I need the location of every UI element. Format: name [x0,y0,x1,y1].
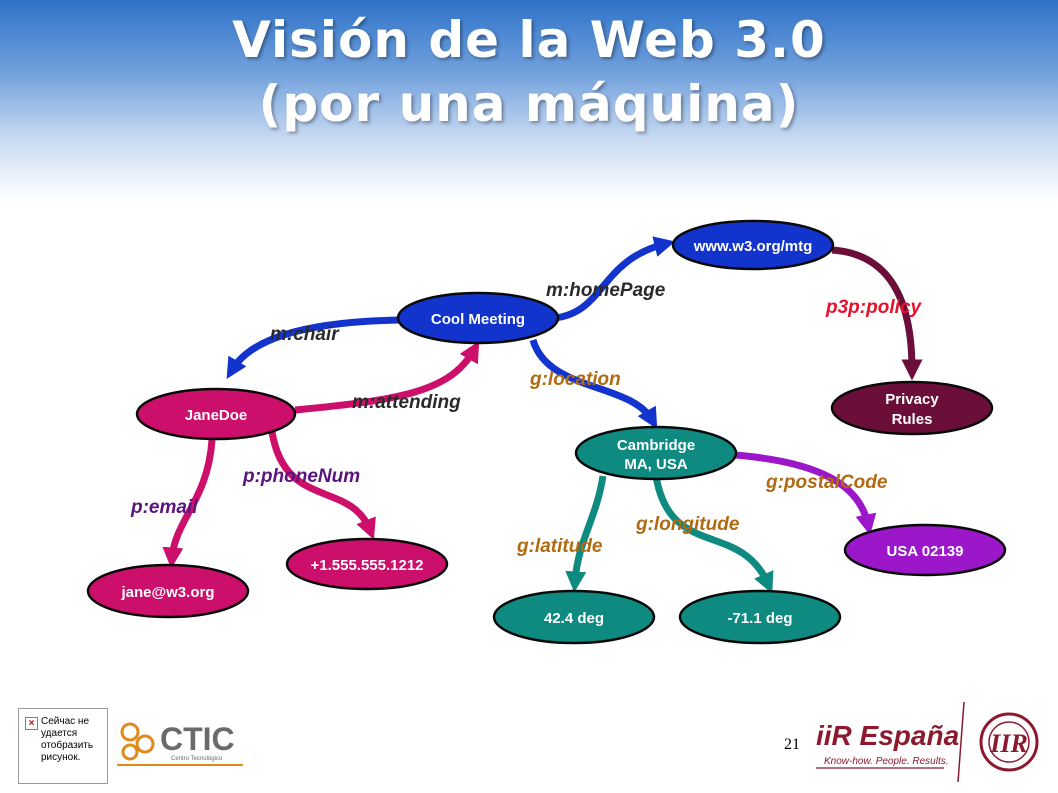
node-privacy-rules: Privacy Rules [830,380,994,436]
label-postalcode: g:postalCode [765,472,888,493]
title-line-1: Visión de la Web 3.0 [232,11,826,69]
node-email-label: jane@w3.org [121,584,215,601]
edge-attending [294,340,480,414]
node-cambridge-label-1: Cambridge [617,437,695,454]
edge-homepage [554,236,676,322]
node-latitude: 42.4 deg [492,589,656,645]
node-lon-label: -71.1 deg [727,610,792,627]
broken-image-placeholder: × Сейчас не удается отобразить рисунок. [18,708,108,784]
node-cambridge: Cambridge MA, USA [574,425,738,481]
edge-location [529,338,658,430]
label-latitude: g:latitude [516,536,603,557]
node-phone-label: +1.555.555.1212 [310,557,423,574]
page-number: 21 [784,736,800,753]
iir-seal-icon: IIR [979,712,1039,772]
node-usa-postal: USA 02139 [843,523,1007,577]
node-cambridge-label-2: MA, USA [624,456,688,473]
node-email: jane@w3.org [86,563,250,619]
slide-header: Visión de la Web 3.0 (por una máquina) [0,0,1058,200]
label-phonenum: p:phoneNum [242,466,360,487]
node-usa-label: USA 02139 [887,543,964,560]
node-w3-mtg: www.w3.org/mtg [671,219,835,271]
node-lat-label: 42.4 deg [544,610,604,627]
node-cool-meeting-label: Cool Meeting [431,311,525,328]
edge-phonenum [268,431,376,540]
label-longitude: g:longitude [635,514,740,535]
edge-latitude [565,475,607,593]
node-janedoe-label: JaneDoe [185,407,248,424]
label-attending: m:attending [352,392,461,413]
ctic-swirl-icon [120,722,155,761]
node-phone: +1.555.555.1212 [285,537,449,591]
edge-email [162,439,216,569]
label-location: g:location [529,369,621,390]
broken-image-text: Сейчас не удается отобразить рисунок. [41,716,94,763]
iir-seal: IIR [989,729,1028,758]
node-privacy-label-1: Privacy [885,391,939,408]
slide-title: Visión de la Web 3.0 (por una máquina) [0,8,1058,136]
node-longitude: -71.1 deg [678,589,842,645]
label-chair: m:chair [270,324,340,345]
ctic-logo: CTIC Centro Tecnológico [117,721,243,766]
broken-image-icon: × [25,717,38,730]
edge-postalcode [734,451,877,536]
node-privacy-label-2: Rules [892,411,933,428]
ctic-subtitle: Centro Tecnológico [171,756,223,762]
ctic-name: CTIC [160,721,235,757]
iir-espana-logo: iiR España Know-how. People. Results. II… [816,701,1039,783]
label-policy: p3p:policy [825,297,922,318]
label-email: p:email [130,497,198,518]
edge-policy [831,246,923,381]
title-line-2: (por una máquina) [258,75,800,133]
node-janedoe: JaneDoe [135,387,297,441]
node-w3-mtg-label: www.w3.org/mtg [693,238,813,255]
iir-brand: iiR España [816,720,959,751]
node-cool-meeting: Cool Meeting [396,291,560,345]
edge-longitude [652,475,774,594]
label-homepage: m:homePage [546,280,666,301]
edge-chair [226,316,401,379]
iir-tagline: Know-how. People. Results. [824,756,949,767]
